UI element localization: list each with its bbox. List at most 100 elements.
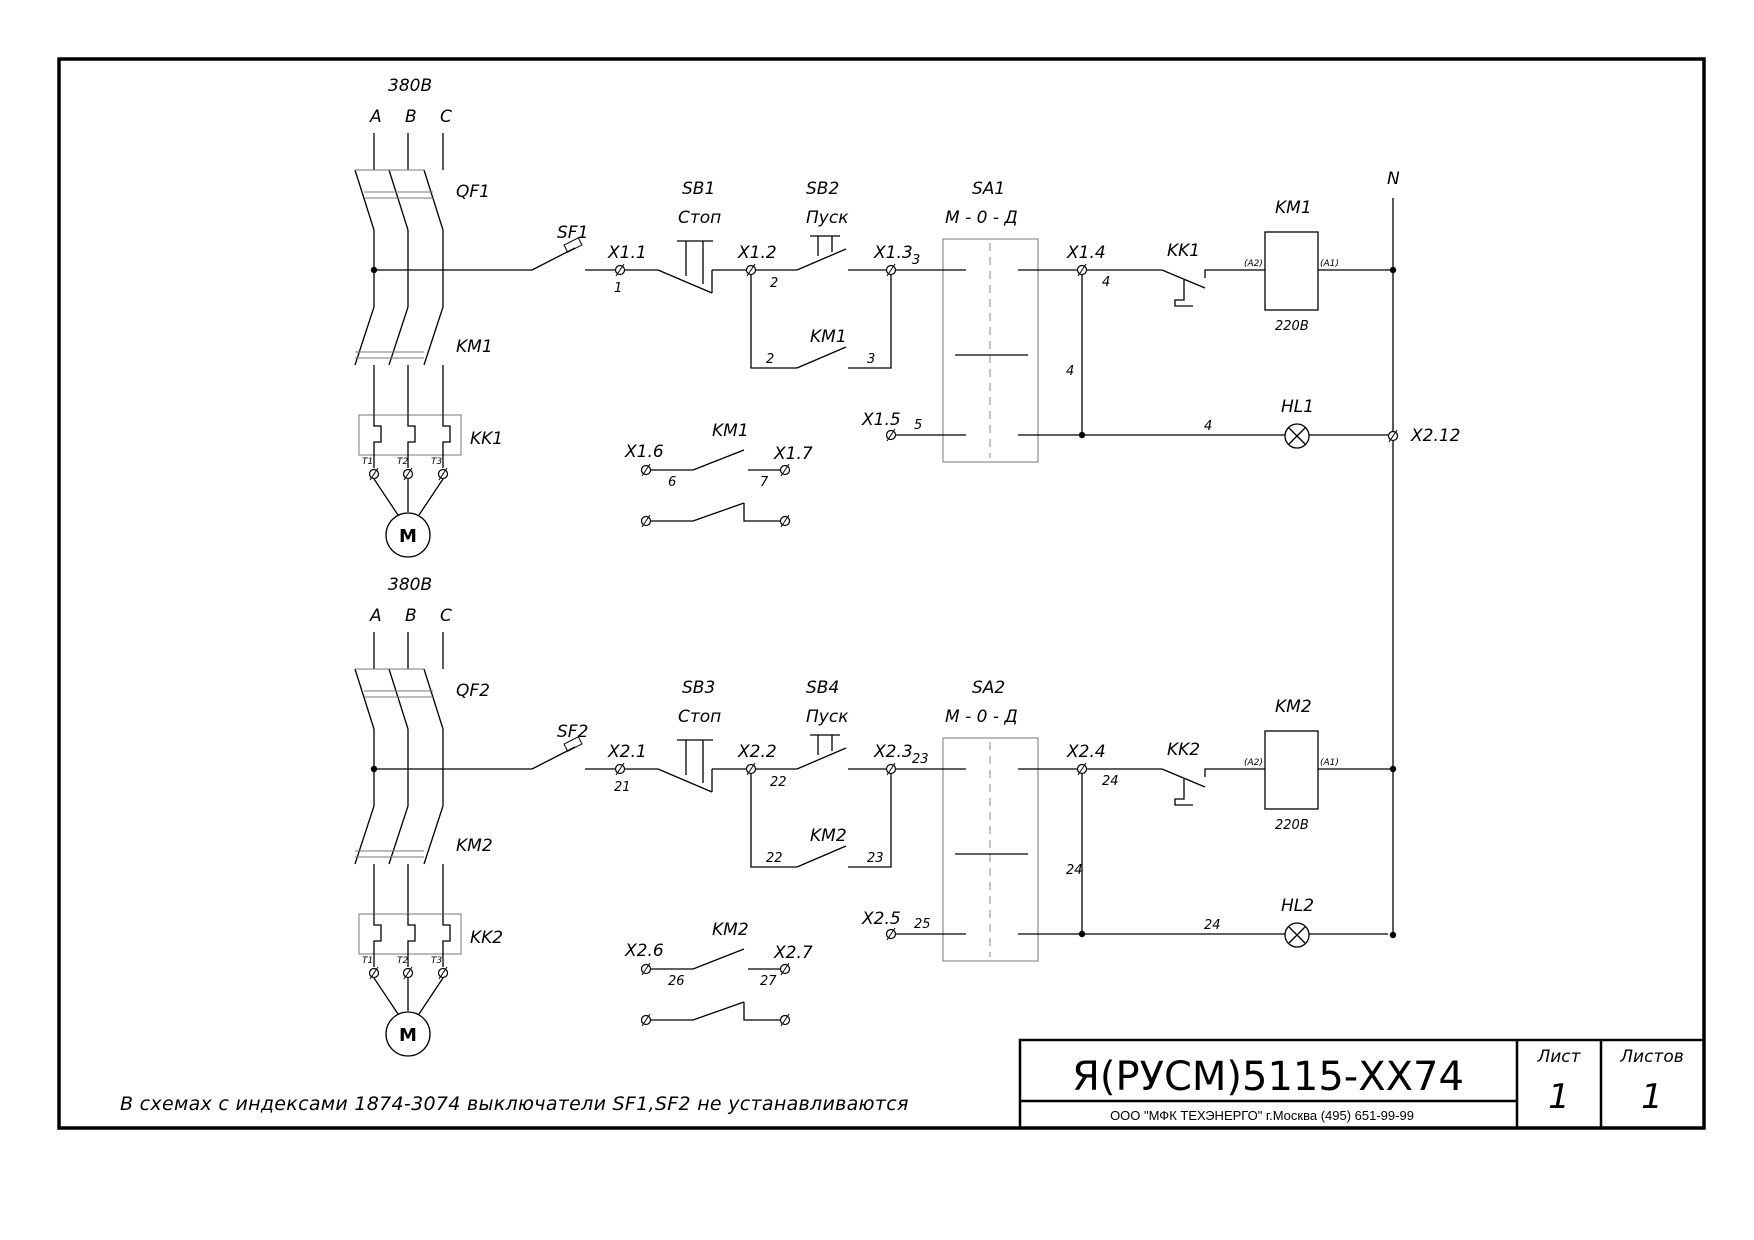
terminal-t4: X1.4 — [1066, 243, 1106, 263]
overload-contact: KK1 — [1087, 241, 1265, 307]
auxiliary-contacts: KM2 X2.6 26 X2.7 27 — [624, 920, 813, 1027]
selector-modes: М - 0 - Д — [945, 208, 1018, 228]
aux-contact-label: KM1 — [712, 421, 749, 441]
wire-w4b: 4 — [1066, 364, 1074, 379]
selector-switch: SA2 М - 0 - Д — [896, 678, 1085, 962]
wire-w3: 23 — [912, 752, 929, 767]
stop-button: SB3 Стоп — [624, 678, 746, 793]
drawing-frame — [57, 57, 1706, 1130]
wire-w3b: 3 — [867, 352, 875, 367]
supply-voltage: 380В — [388, 76, 432, 96]
breaker: QF1 — [354, 169, 490, 307]
start-button-label: SB4 — [806, 678, 839, 698]
stop-button-label: SB3 — [682, 678, 715, 698]
title-block: Я(РУСМ)5115-XX74 ООО "МФК ТЕХЭНЕРГО" г.М… — [1018, 1038, 1704, 1128]
terminal-t1: X1.1 — [607, 243, 647, 263]
start-button: SB2 Пуск — [755, 179, 887, 271]
coil-label: KM1 — [1275, 198, 1312, 218]
thermal-term-1: T1 — [362, 457, 373, 467]
start-button-label: SB2 — [806, 179, 839, 199]
start-button: SB4 Пуск — [755, 678, 887, 770]
terminal-t5: X1.5 — [861, 410, 901, 430]
stop-button-label: SB1 — [682, 179, 715, 199]
organization: ООО "МФК ТЕХЭНЕРГО" г.Москва (495) 651-9… — [1110, 1108, 1414, 1123]
terminal-t3: X1.3 — [873, 243, 913, 263]
phase-c-label: C — [440, 606, 452, 626]
thermal-term-2: T2 — [397, 457, 408, 467]
wire-w4c: 4 — [1204, 419, 1212, 434]
wire-w4c: 24 — [1204, 918, 1221, 933]
coil-voltage: 220В — [1275, 818, 1309, 833]
wire-w7: 27 — [760, 974, 777, 989]
overload-contact-label: KK2 — [1167, 740, 1200, 760]
terminal-t4: X2.4 — [1066, 742, 1106, 762]
control-section: SF1 X1.1 1 SB1 Стоп X1.2 2 — [531, 179, 1393, 528]
wire-w6: 26 — [668, 974, 685, 989]
wire-w1: 1 — [614, 281, 622, 296]
contactor-main-contacts: KM1 — [354, 306, 493, 415]
auxiliary-contacts: KM1 X1.6 6 X1.7 7 — [624, 421, 813, 528]
terminal-t6: X2.6 — [624, 941, 664, 961]
motor-label: M — [399, 526, 417, 547]
overload-contact: KK2 — [1087, 740, 1265, 806]
holding-contact: KM1 2 3 — [750, 275, 892, 369]
coil-voltage: 220В — [1275, 319, 1309, 334]
thermal-relay: KK2 T1 T2 T3 — [358, 913, 503, 1015]
supply-voltage: 380В — [388, 575, 432, 595]
motor: M — [385, 512, 431, 558]
wire-w2b: 22 — [766, 851, 783, 866]
motor-label: M — [399, 1025, 417, 1046]
control-switch: SF1 — [531, 223, 620, 271]
wire-w2: 22 — [770, 775, 787, 790]
thermal-term-3: T3 — [431, 457, 442, 467]
wire-w4b: 24 — [1066, 863, 1083, 878]
circuit-1: 380В A B C QF1 — [354, 76, 1393, 558]
neutral-label: N — [1387, 169, 1400, 189]
wire-w7: 7 — [760, 475, 769, 490]
phase-a-label: A — [369, 606, 382, 626]
contactor-power-label: KM2 — [456, 836, 493, 856]
overload-contact-label: KK1 — [1167, 241, 1200, 261]
circuit-2: 380В A B C QF2 — [354, 575, 1393, 1057]
wire-w3b: 23 — [867, 851, 884, 866]
sheet-number: 1 — [1548, 1077, 1570, 1117]
coil-terminal-a2: (A2) — [1244, 259, 1263, 269]
selector-switch: SA1 М - 0 - Д — [896, 179, 1085, 463]
indicator-lamp: HL1 4 — [1082, 397, 1388, 449]
footnote: В схемах с индексами 1874-3074 выключате… — [120, 1093, 909, 1115]
thermal-term-3: T3 — [431, 956, 442, 966]
wire-w1: 21 — [614, 780, 631, 795]
holding-contact-label: KM1 — [810, 327, 847, 347]
stop-button: SB1 Стоп — [624, 179, 746, 294]
power-section: 380В A B C QF2 — [354, 575, 532, 1057]
coil-terminal-a2: (A2) — [1244, 758, 1263, 768]
phase-b-label: B — [405, 107, 417, 127]
control-switch-label: SF1 — [557, 223, 588, 243]
control-section: SF2 X2.1 21 SB3 Стоп X2.2 22 — [531, 678, 1393, 1027]
sheet-label: Лист — [1536, 1047, 1581, 1067]
indicator-lamp: HL2 24 — [1082, 896, 1388, 948]
breaker: QF2 — [354, 668, 490, 806]
wire-w5: 25 — [914, 917, 931, 932]
selector-label: SA1 — [972, 179, 1005, 199]
phase-c-label: C — [440, 107, 452, 127]
drawing-code: Я(РУСМ)5115-XX74 — [1072, 1054, 1464, 1100]
breaker-label: QF2 — [456, 681, 490, 701]
phase-a-label: A — [369, 107, 382, 127]
start-button-text: Пуск — [806, 707, 849, 727]
wire-w5: 5 — [914, 418, 922, 433]
thermal-term-1: T1 — [362, 956, 373, 966]
power-section: 380В A B C QF1 — [354, 76, 532, 558]
wire-w2: 2 — [770, 276, 778, 291]
sheets-count: 1 — [1641, 1077, 1663, 1117]
motor: M — [385, 1011, 431, 1057]
lamp-label: HL2 — [1281, 896, 1314, 916]
thermal-term-2: T2 — [397, 956, 408, 966]
wire-w6: 6 — [668, 475, 676, 490]
contactor-coil: KM1 (A2) (A1) 220В — [1244, 198, 1393, 334]
selector-modes: М - 0 - Д — [945, 707, 1018, 727]
thermal-relay: KK1 T1 T2 T3 — [358, 414, 503, 516]
phase-b-label: B — [405, 606, 417, 626]
holding-contact-label: KM2 — [810, 826, 847, 846]
control-switch-label: SF2 — [557, 722, 588, 742]
